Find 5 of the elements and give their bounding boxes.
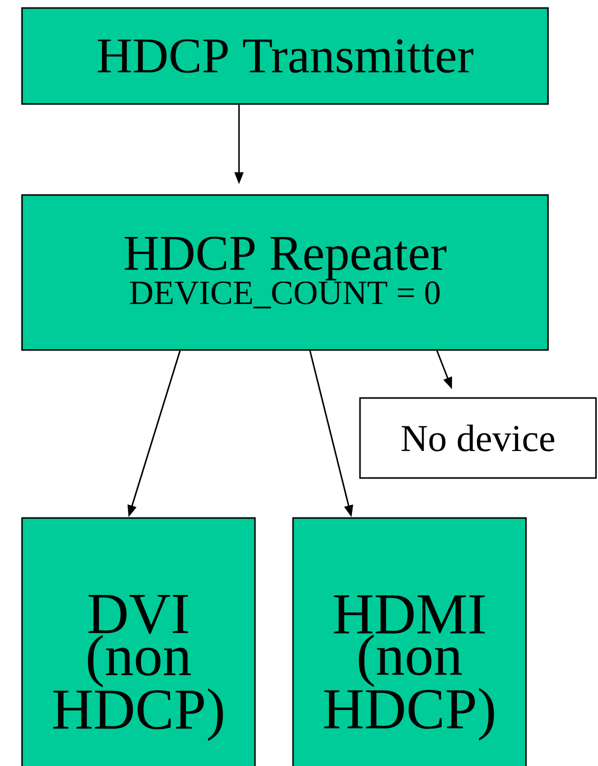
result-box: No device — [359, 397, 597, 479]
process-box: HDCP Repeater DEVICE_COUNT = 0 — [21, 194, 549, 351]
process-box: DVI (non HDCP) — [21, 517, 256, 766]
process-box: HDCP Transmitter — [21, 7, 549, 105]
process-box: HDMI (non HDCP) — [292, 517, 527, 766]
